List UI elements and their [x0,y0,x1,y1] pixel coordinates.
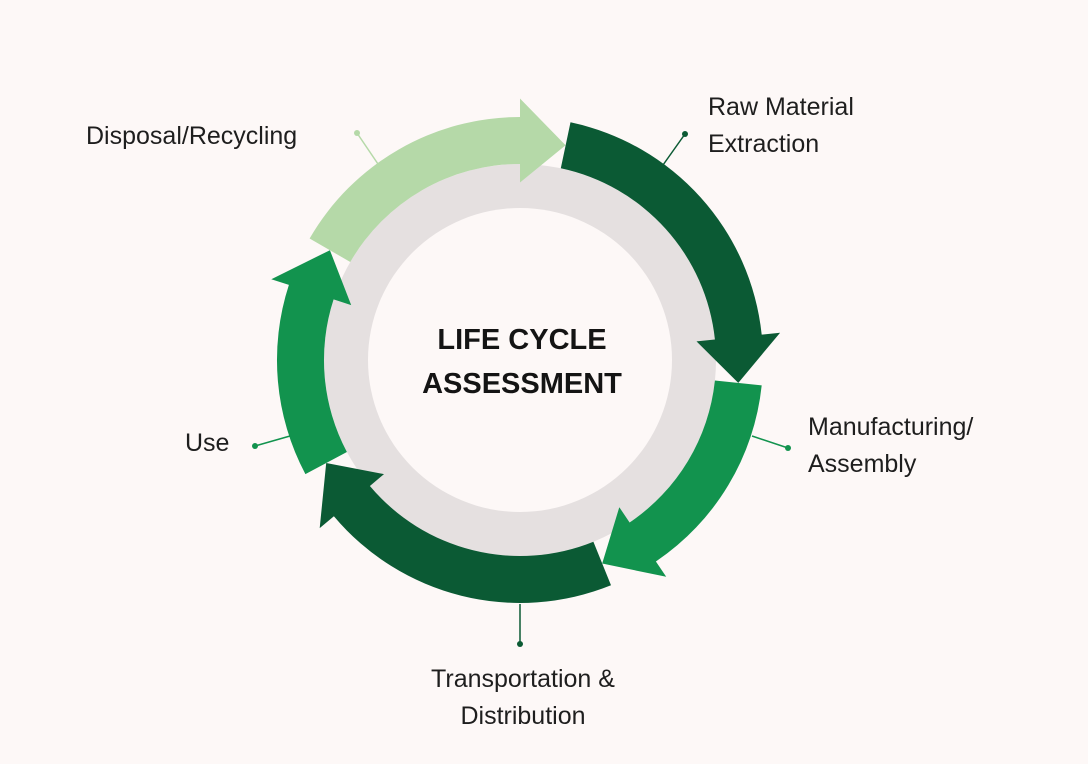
stage-label-line: Transportation & [431,665,615,693]
arrow-transportation-distribution [319,463,611,603]
leader-dot-use [252,443,258,449]
leader-dot-raw-material-extraction [682,131,688,137]
stage-label-line: Distribution [460,702,586,730]
leader-dot-manufacturing-assembly [785,445,791,451]
stage-label-line: Manufacturing/ [808,413,974,441]
arrow-raw-material-extraction [560,122,781,383]
center-title: LIFE CYCLE ASSESSMENT [372,318,672,406]
leader-lines [252,130,791,647]
stage-label-disposal-recycling: Disposal/Recycling [86,118,297,155]
arrow-disposal-recycling [309,98,566,262]
leader-dot-disposal-recycling [354,130,360,136]
center-disc [368,208,672,512]
stage-label-line: Disposal/Recycling [86,122,298,150]
leader-line-disposal-recycling [356,132,379,165]
stage-label-line: Extraction [708,130,820,158]
leader-line-manufacturing-assembly [751,435,789,449]
stage-label-line: Raw Material [708,93,854,121]
arrow-manufacturing-assembly [602,380,762,577]
stage-label-line: Use [185,429,230,457]
leader-dot-transportation-distribution [517,641,523,647]
arrow-use [271,250,352,475]
cycle-arrows [271,98,781,603]
center-title-line-1: LIFE CYCLE [437,324,607,356]
stage-label-line: Assembly [808,450,917,478]
stage-label-raw-material-extraction: Raw Material Extraction [708,89,854,163]
center-title-line-2: ASSESSMENT [422,368,622,400]
stage-label-use: Use [185,425,229,462]
stage-label-transportation-distribution: Transportation & Distribution [418,661,628,735]
leader-line-raw-material-extraction [662,133,686,166]
stage-label-manufacturing-assembly: Manufacturing/ Assembly [808,409,973,483]
leader-line-use [254,435,291,447]
